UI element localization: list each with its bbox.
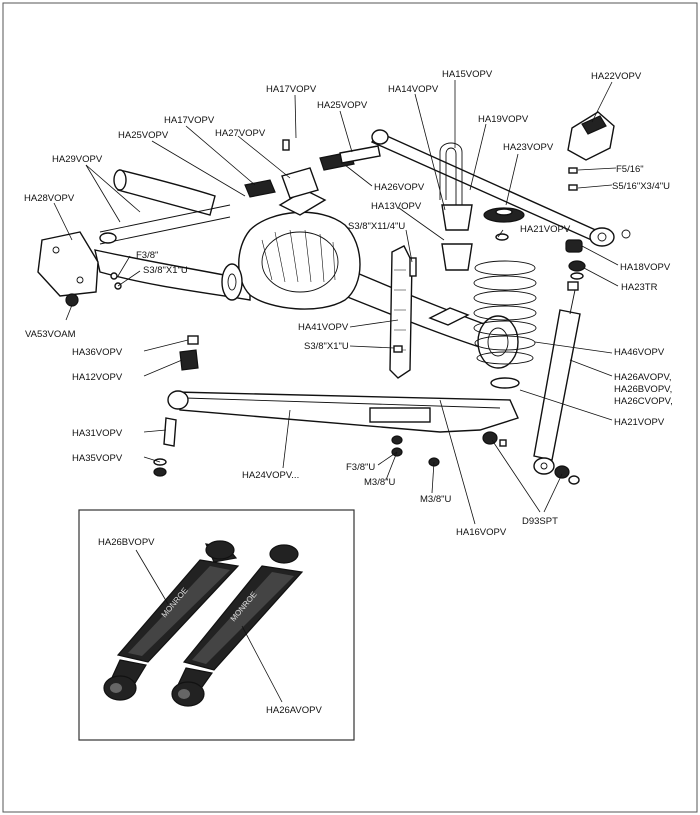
shock-absorber-inset: MONROE MONROE HA26BVOPV HA26AVOPV: [78, 509, 355, 741]
label-ha21-bottom: HA21VOPV: [614, 417, 665, 428]
reaction-rods: [99, 204, 231, 245]
label-f3-8-top: F3/8": [136, 250, 158, 261]
spring-seat: [483, 207, 525, 241]
label-s3-8-x11: S3/8"X11/4"U: [348, 221, 405, 232]
label-f5-16: F5/16": [616, 164, 644, 175]
label-ha29: HA29VOPV: [52, 154, 103, 165]
coil-spring: [473, 260, 537, 389]
leader-lines: [53, 80, 619, 525]
u-bolt: [439, 142, 463, 205]
label-ha24: HA24VOPV...: [242, 470, 299, 481]
label-ha27: HA27VOPV: [215, 128, 266, 139]
label-s5-16: S5/16"X3/4"U: [612, 181, 670, 192]
upper-pads: [244, 139, 381, 199]
label-ha36: HA36VOPV: [72, 347, 123, 358]
label-s3-8-x1-top: S3/8"X1"U: [143, 265, 188, 276]
label-ha16: HA16VOPV: [456, 527, 507, 538]
label-ha28: HA28VOPV: [24, 193, 75, 204]
left-bracket: [37, 231, 99, 307]
label-ha22: HA22VOPV: [591, 71, 642, 82]
label-ha26-top: HA26VOPV: [374, 182, 425, 193]
label-ha23: HA23VOPV: [503, 142, 554, 153]
label-ha17-top: HA17VOPV: [266, 84, 317, 95]
rear-shock-absorber: [533, 281, 581, 475]
label-ha25-top: HA25VOPV: [317, 100, 368, 111]
label-ha26-stack-1: HA26AVOPV,: [614, 372, 672, 383]
fasteners: [110, 257, 580, 485]
label-ha19: HA19VOPV: [478, 114, 529, 125]
inset-border: [78, 509, 355, 741]
label-ha17-mid: HA17VOPV: [164, 115, 215, 126]
label-d93spt: D93SPT: [522, 516, 558, 527]
label-ha26-stack-3: HA26CVOPV,: [614, 396, 673, 407]
vertical-link-bracket: [389, 245, 413, 379]
label-ha35: HA35VOPV: [72, 453, 123, 464]
label-s3-8-x1-mid: S3/8"X1"U: [304, 341, 349, 352]
inset-label-b: HA26BVOPV: [98, 537, 155, 548]
upper-shock-bracket: [567, 111, 615, 191]
label-ha15: HA15VOPV: [442, 69, 493, 80]
label-ha18: HA18VOPV: [620, 262, 671, 273]
label-ha31: HA31VOPV: [72, 428, 123, 439]
inset-shock-a: MONROE: [171, 544, 304, 707]
label-ha26-stack-2: HA26BVOPV,: [614, 384, 672, 395]
label-ha21-top: HA21VOPV: [520, 224, 571, 235]
label-ha23tr: HA23TR: [621, 282, 658, 293]
label-va53: VA53VOAM: [25, 329, 76, 340]
label-ha12: HA12VOPV: [72, 372, 123, 383]
label-ha14: HA14VOPV: [388, 84, 439, 95]
label-m3-8-u-left: M3/8"U: [364, 477, 395, 488]
lower-trailing-arm: [167, 390, 519, 433]
inset-label-a: HA26AVOPV: [266, 705, 322, 716]
label-f3-8-u: F3/8"U: [346, 462, 375, 473]
bump-stops: [441, 204, 473, 271]
label-m3-8-u-right: M3/8"U: [420, 494, 451, 505]
part-labels: HA15VOPV HA22VOPV HA17VOPV HA14VOPV HA25…: [24, 69, 673, 538]
label-ha13: HA13VOPV: [371, 201, 422, 212]
upper-track-bar: [370, 129, 631, 247]
label-ha41: HA41VOPV: [298, 322, 349, 333]
inset-shock-b: MONROE: [103, 540, 240, 701]
label-ha25-left: HA25VOPV: [118, 130, 169, 141]
label-ha46: HA46VOPV: [614, 347, 665, 358]
